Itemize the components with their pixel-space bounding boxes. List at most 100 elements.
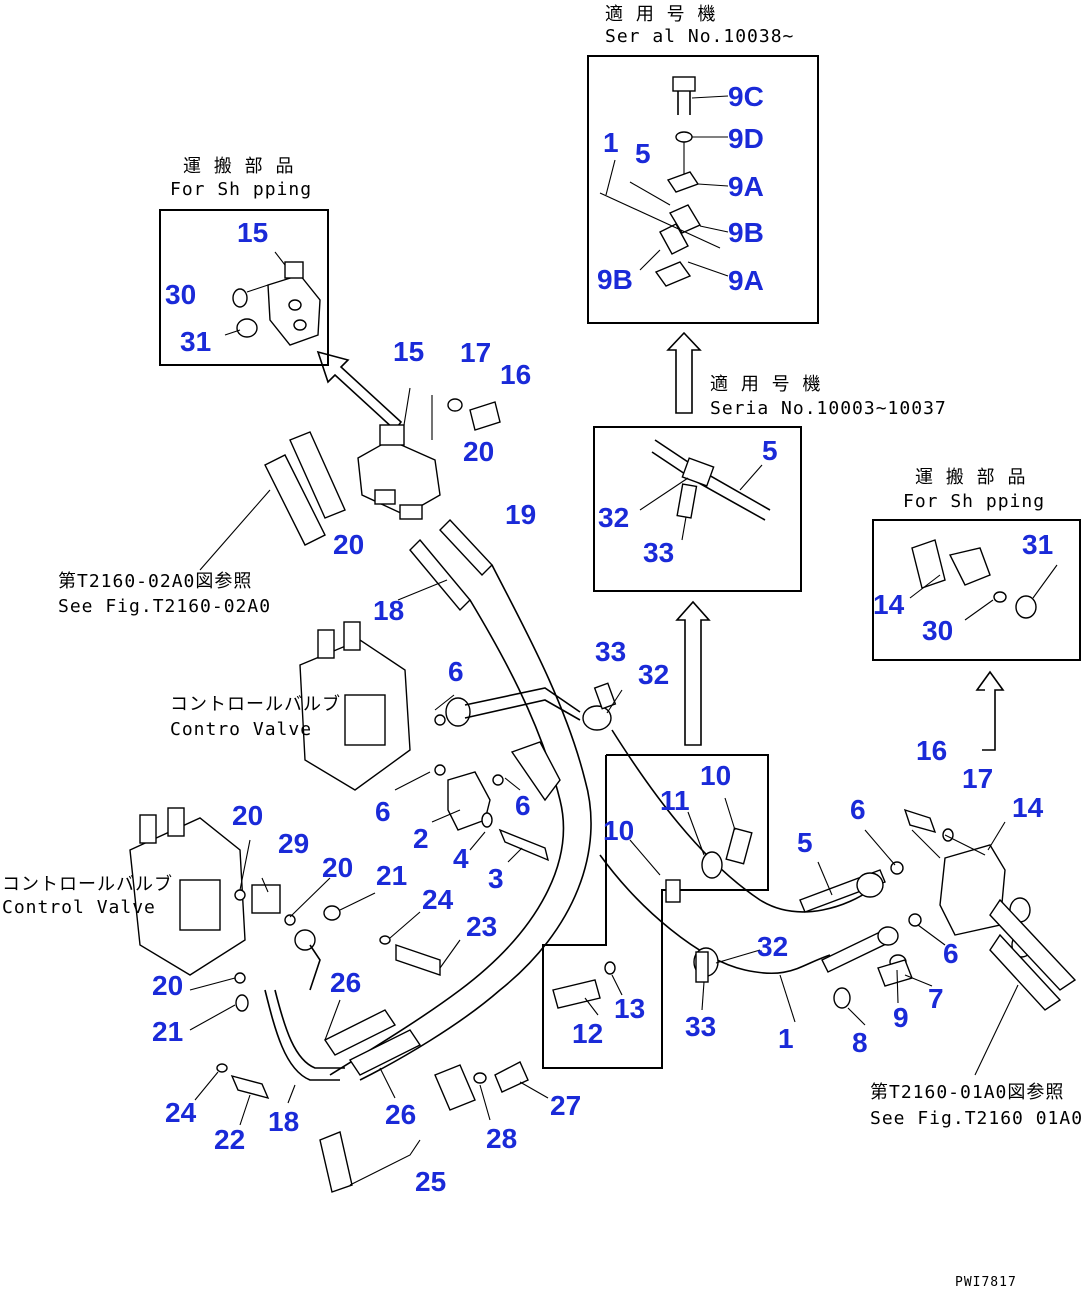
callout-4: 4 <box>453 843 469 874</box>
captions: 適 用 号 機 Ser al No.10038~ 運 搬 部 品 For Sh … <box>2 4 1083 1290</box>
callout-20e: 20 <box>152 970 183 1001</box>
callout-13: 13 <box>614 993 645 1024</box>
callout-23: 23 <box>466 911 497 942</box>
callout-20c: 20 <box>232 800 263 831</box>
caption-serial-top-jp: 適 用 号 機 <box>605 4 717 25</box>
valve-14-shipping <box>909 539 1058 621</box>
fittings-16-17-20 <box>431 395 501 440</box>
callout-26b: 26 <box>385 1099 416 1130</box>
callout-9b-2: 9B <box>597 264 633 295</box>
callout-28: 28 <box>486 1123 517 1154</box>
caption-ref-b-en: See Fig.T2160 01A0 <box>870 1108 1083 1129</box>
callout-9d: 9D <box>728 123 764 154</box>
callout-6b: 6 <box>375 796 391 827</box>
callout-16b: 16 <box>916 735 947 766</box>
control-valve-lower <box>129 807 246 976</box>
callout-32mid: 32 <box>598 502 629 533</box>
callout-9b-1: 9B <box>728 217 764 248</box>
hose-5-and-1-lower <box>599 729 922 1009</box>
callout-1low: 1 <box>778 1023 794 1054</box>
callout-18a: 18 <box>373 595 404 626</box>
callout-22: 22 <box>214 1124 245 1155</box>
callout-9a-1: 9A <box>728 171 764 202</box>
leader-lines <box>189 689 1006 1126</box>
callout-33mid: 33 <box>643 537 674 568</box>
callout-27: 27 <box>550 1090 581 1121</box>
callout-15: 15 <box>393 336 424 367</box>
callout-21b: 21 <box>152 1016 183 1047</box>
callout-20a: 20 <box>463 436 494 467</box>
clamp-9a-upper <box>666 171 729 193</box>
detail-box-serial-10038 <box>587 55 819 324</box>
callout-18b: 18 <box>268 1106 299 1137</box>
fitting-30-shipping <box>232 284 269 308</box>
valve-block-15-shipping <box>267 251 321 346</box>
callout-26a: 26 <box>330 967 361 998</box>
caption-serial-mid-jp: 適 用 号 機 <box>710 374 822 395</box>
callout-20b: 20 <box>333 529 364 560</box>
callout-31r: 31 <box>1022 529 1053 560</box>
caption-shipping-right-jp: 運 搬 部 品 <box>915 467 1027 488</box>
hose-line-1-top <box>599 192 721 249</box>
callout-5mid: 5 <box>762 435 778 466</box>
caption-control-valve-lower-jp: コントロールバルブ <box>2 873 173 895</box>
callout-1top: 1 <box>603 127 619 158</box>
clamp-9b <box>639 204 729 271</box>
caption-control-valve-upper-en: Contro Valve <box>170 719 312 740</box>
caption-serial-mid-en: Seria No.10003~10037 <box>710 398 947 419</box>
drawing-number: PWI7817 <box>955 1275 1017 1290</box>
callout-9a-2: 9A <box>728 265 764 296</box>
detail-box-clamp-group <box>542 754 769 1069</box>
callout-33b: 33 <box>685 1011 716 1042</box>
callout-6c: 6 <box>515 790 531 821</box>
detail-box-shipping-right <box>872 519 1081 661</box>
caption-shipping-right-en: For Sh pping <box>903 491 1045 512</box>
callout-2: 2 <box>413 823 429 854</box>
detail-box-serial-10003 <box>593 426 802 592</box>
arrow-up-mid <box>675 600 711 746</box>
callout-30r: 30 <box>922 615 953 646</box>
callout-12: 12 <box>572 1018 603 1049</box>
detail-box-shipping-left <box>159 209 329 366</box>
callout-10a: 10 <box>700 760 731 791</box>
callout-16a: 16 <box>500 359 531 390</box>
arrow-diag-left <box>316 350 403 432</box>
callout-11: 11 <box>660 785 690 816</box>
callout-21a: 21 <box>376 860 407 891</box>
clamp-9a-lower <box>654 261 729 287</box>
callout-32a: 32 <box>638 659 669 690</box>
callout-9: 9 <box>893 1002 909 1033</box>
callout-6a: 6 <box>448 656 464 687</box>
callout-19: 19 <box>505 499 536 530</box>
callout-24a: 24 <box>422 884 454 915</box>
fittings-lower-left <box>216 884 529 1193</box>
caption-ref-b-jp: 第T2160-01A0図参照 <box>870 1082 1064 1103</box>
caption-shipping-left-en: For Sh pping <box>170 179 312 200</box>
callout-6d: 6 <box>850 794 866 825</box>
callout-14r: 14 <box>873 589 905 620</box>
callout-31box: 31 <box>180 326 211 357</box>
callout-17b: 17 <box>962 763 993 794</box>
callout-5top: 5 <box>635 138 651 169</box>
hose-and-fittings-center <box>434 682 617 862</box>
leader-5-top <box>629 181 671 206</box>
bolt-9c <box>672 76 729 115</box>
hoses-18-19 <box>329 518 592 1081</box>
caption-ref-a-en: See Fig.T2160-02A0 <box>58 596 271 617</box>
callout-8: 8 <box>852 1027 868 1058</box>
callout-33a: 33 <box>595 636 626 667</box>
clamp-group-10-11-12-13 <box>552 827 753 1009</box>
arrow-up-right <box>975 670 1005 751</box>
callout-30box: 30 <box>165 279 196 310</box>
callout-15box: 15 <box>237 217 268 248</box>
arrow-up-top <box>666 331 702 414</box>
cap-31-shipping <box>224 318 258 338</box>
hoses-to-ref-a <box>199 431 346 571</box>
caption-serial-top-en: Ser al No.10038~ <box>605 26 794 47</box>
callout-29: 29 <box>278 828 309 859</box>
leader-1-top <box>605 159 616 196</box>
callout-24b: 24 <box>165 1097 197 1128</box>
